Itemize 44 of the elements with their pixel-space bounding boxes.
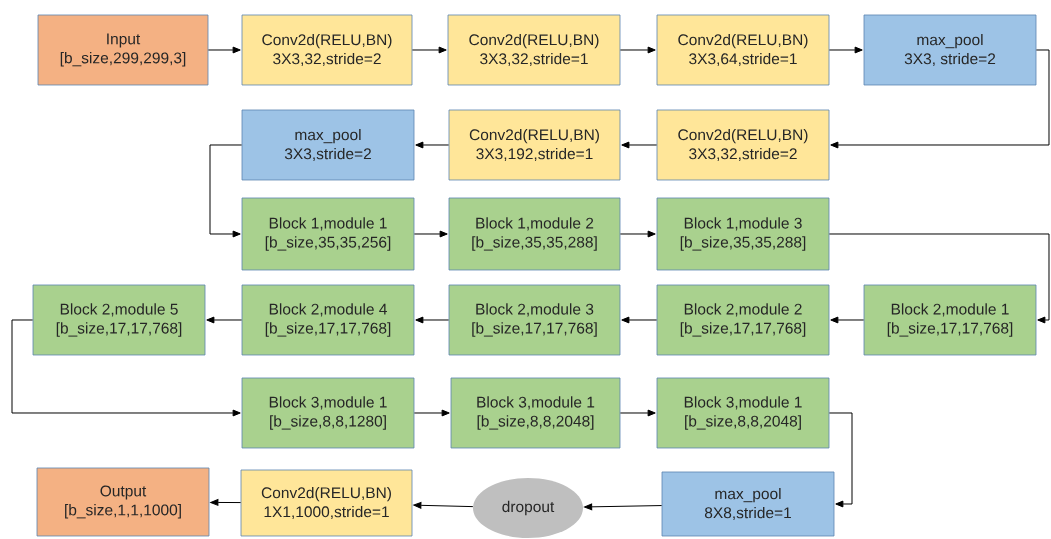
layer-box: Block 2,module 1 [b_size,17,17,768] [863,284,1037,356]
layer-box: Block 3,module 1 [b_size,8,8,1280] [241,377,415,449]
layer-box: max_pool 3X3, stride=2 [863,14,1037,86]
layer-box: Block 1,module 2 [b_size,35,35,288] [448,197,621,271]
arrow [413,409,450,417]
layer-box: Block 2,module 5 [b_size,17,17,768] [32,284,206,356]
arrow [210,499,242,506]
arrow [619,230,656,238]
layer-box: Output [b_size,1,1,1000] [36,467,210,537]
arrow [621,316,658,324]
arrow [206,316,243,324]
layer-box: max_pool 8X8,stride=1 [661,471,835,537]
layer-box: Block 2,module 3 [b_size,17,17,768] [448,284,621,356]
arrow [828,46,863,54]
layer-box: Conv2d(RELU,BN) 1X1,1000,stride=1 [240,469,413,537]
arrow [411,46,447,54]
layer-box: Conv2d(RELU,BN) 3X3,32,stride=2 [656,109,830,181]
layer-box: Block 1,module 1 [b_size,35,35,256] [241,197,415,271]
arrow [828,233,1050,324]
layer-box: Block 2,module 2 [b_size,17,17,768] [656,284,830,356]
layer-box: Conv2d(RELU,BN) 3X3,32,stride=2 [241,14,413,86]
layer-box: Block 2,module 4 [b_size,17,17,768] [241,284,415,356]
arrow [415,141,450,149]
arrow [619,46,656,54]
layer-box: Block 3,module 1 [b_size,8,8,2048] [656,377,830,449]
arrow [415,316,450,324]
arrow [584,503,663,511]
arrow [207,46,241,54]
arrow [830,49,1050,149]
arrow [830,316,865,324]
layer-box: Conv2d(RELU,BN) 3X3,64,stride=1 [656,14,830,86]
layer-box: Conv2d(RELU,BN) 3X3,32,stride=1 [447,14,621,86]
arrow [413,501,474,509]
arrow [621,141,658,149]
arrow [828,412,853,508]
arrow [413,230,448,238]
layer-box: Input [b_size,299,299,3] [37,14,209,86]
layer-box: max_pool 3X3,stride=2 [241,109,415,181]
arrow [619,409,656,417]
layer-box: Conv2d(RELU,BN) 3X3,192,stride=1 [448,109,621,181]
arrow [11,319,241,417]
layer-box: Block 1,module 3 [b_size,35,35,288] [656,197,830,271]
layer-box: Block 3,module 1 [b_size,8,8,2048] [450,377,621,449]
arrow [209,144,243,238]
